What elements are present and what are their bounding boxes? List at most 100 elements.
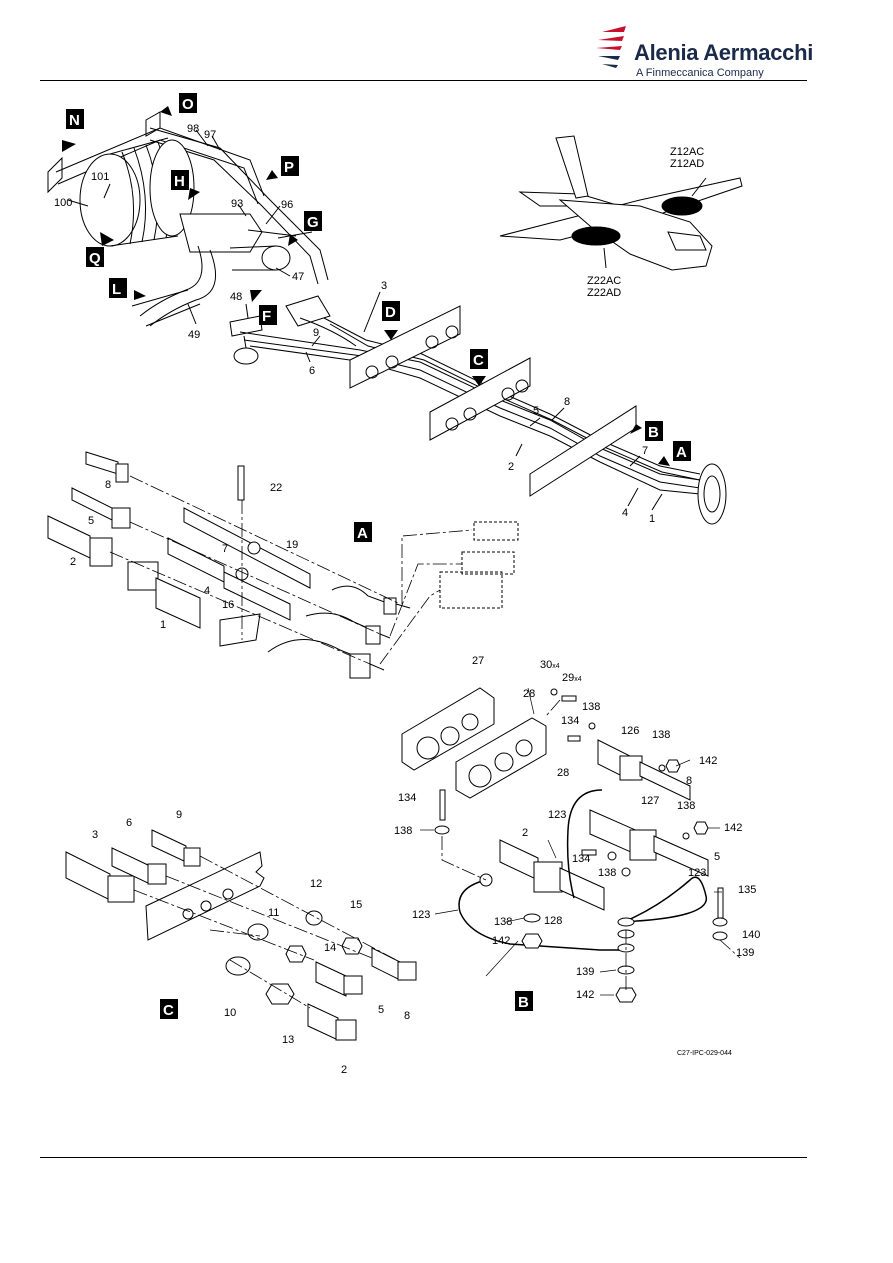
- item-label: 142: [576, 989, 594, 1001]
- item-label: 128: [544, 915, 562, 927]
- item-label: 97: [204, 129, 216, 141]
- item-label: 19: [286, 539, 298, 551]
- item-label: 1: [160, 619, 166, 631]
- view-marker-a: A: [658, 441, 691, 466]
- view-marker-d: D: [382, 301, 400, 340]
- zone-label: Z22AD: [587, 287, 621, 299]
- detail-b-hardware: [434, 688, 728, 1003]
- svg-text:Q: Q: [89, 250, 101, 267]
- item-label: 47: [292, 271, 304, 283]
- item-label: 4: [204, 585, 210, 597]
- zone-label: Z12AC: [670, 146, 704, 158]
- item-label: 3: [92, 829, 98, 841]
- detail-a: [47, 451, 411, 679]
- item-label: 142: [724, 822, 742, 834]
- detail-b: [401, 687, 709, 911]
- item-label: 8: [564, 396, 570, 408]
- view-marker-n: N: [62, 109, 84, 152]
- item-label: 5: [533, 405, 539, 417]
- svg-text:N: N: [69, 112, 80, 129]
- item-label: 8: [105, 479, 111, 491]
- item-label: 28: [523, 688, 535, 700]
- view-marker-g: G: [288, 211, 322, 246]
- item-label: 98: [187, 123, 199, 135]
- item-label: 93: [231, 198, 243, 210]
- svg-text:B: B: [648, 424, 659, 441]
- item-label: 142: [699, 755, 717, 767]
- item-label: 134: [398, 792, 416, 804]
- aircraft-locator: [499, 135, 743, 271]
- item-label: 123: [688, 867, 706, 879]
- svg-text:G: G: [307, 214, 319, 231]
- detail-b-centerlines: [441, 699, 741, 990]
- svg-text:O: O: [182, 96, 194, 113]
- item-label: 28: [557, 767, 569, 779]
- brand-subtitle: A Finmeccanica Company: [636, 67, 764, 79]
- detail-a-labels: 8 5 2 22 19 7 4 16 1 A: [70, 479, 372, 631]
- top-assembly: [47, 111, 727, 525]
- item-label: 7: [222, 543, 228, 555]
- item-label: 49: [188, 329, 200, 341]
- zone-label: Z12AD: [670, 158, 704, 170]
- item-label: 14: [324, 942, 336, 954]
- item-label: 29x4: [562, 672, 582, 684]
- detail-label-a: A: [357, 525, 368, 542]
- item-label: 16: [222, 599, 234, 611]
- aermacchi-logo-icon: [596, 26, 626, 68]
- item-label: 96: [281, 199, 293, 211]
- item-label: 3: [381, 280, 387, 292]
- item-label: 123: [548, 809, 566, 821]
- item-label: 1: [649, 513, 655, 525]
- item-label: 138: [598, 867, 616, 879]
- item-label: 135: [738, 884, 756, 896]
- svg-text:A: A: [676, 444, 687, 461]
- item-label: 126: [621, 725, 639, 737]
- brand-name: Alenia Aermacchi: [634, 40, 814, 65]
- item-label: 134: [572, 853, 590, 865]
- item-label: 13: [282, 1034, 294, 1046]
- parts-diagram: 100 101 98 97 93 96 47 48 49 3 9 6 5 8 2…: [47, 93, 760, 1076]
- item-label: 10: [224, 1007, 236, 1019]
- item-label: 9: [313, 327, 319, 339]
- item-label: 12: [310, 878, 322, 890]
- item-label: 134: [561, 715, 579, 727]
- detail-a-centerlines: [109, 475, 473, 665]
- item-label: 138: [494, 916, 512, 928]
- item-label: 138: [652, 729, 670, 741]
- item-label: 2: [70, 556, 76, 568]
- item-label: 5: [714, 851, 720, 863]
- item-label: 101: [91, 171, 109, 183]
- item-label: 15: [350, 899, 362, 911]
- detail-b-tag: [515, 991, 533, 1011]
- item-label: 30x4: [540, 659, 560, 671]
- svg-text:P: P: [284, 159, 294, 176]
- zone-labels: Z12AC Z12AD Z22AC Z22AD: [587, 146, 704, 299]
- item-label: 140: [742, 929, 760, 941]
- item-label: 27: [472, 655, 484, 667]
- view-marker-f: F: [250, 290, 277, 325]
- figure-reference: C27-IPC-029-044: [677, 1050, 732, 1057]
- footer-rule: [40, 1157, 807, 1158]
- view-marker-l: L: [109, 278, 146, 300]
- item-label: 6: [309, 365, 315, 377]
- item-label: 4: [622, 507, 628, 519]
- view-marker-p: P: [266, 156, 299, 180]
- item-label: 5: [378, 1004, 384, 1016]
- view-marker-q: Q: [86, 232, 114, 267]
- svg-text:F: F: [262, 308, 271, 325]
- view-marker-c: C: [470, 349, 488, 386]
- item-label: 139: [576, 966, 594, 978]
- item-label: 100: [54, 197, 72, 209]
- detail-b-leaders: [420, 687, 722, 996]
- item-label: 11: [268, 907, 279, 919]
- detail-c-labels: 3 6 9 12 11 15 14 5 8 10 13 2 C: [92, 809, 410, 1076]
- svg-text:L: L: [112, 281, 121, 298]
- svg-text:C: C: [473, 352, 484, 369]
- svg-text:H: H: [174, 173, 185, 190]
- item-label: 5: [88, 515, 94, 527]
- top-assembly-labels: 100 101 98 97 93 96 47 48 49 3 9 6 5 8 2…: [54, 123, 655, 525]
- detail-b-bonding-straps: [458, 789, 708, 951]
- item-label: 9: [176, 809, 182, 821]
- header-rule: [40, 80, 807, 81]
- item-label: 7: [642, 445, 648, 457]
